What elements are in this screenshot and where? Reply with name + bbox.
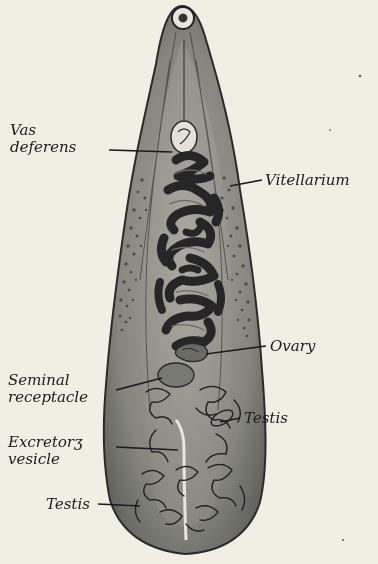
label-excretory-vesicle-line1: Excretorʒ [8, 434, 83, 451]
label-excretory-vesicle: Excretorʒ vesicle [8, 434, 83, 468]
label-seminal-receptacle-line1: Seminal [8, 372, 88, 389]
label-vas-deferens-line1: Vas [10, 122, 76, 139]
label-testis-left: Testis [46, 496, 90, 513]
label-vas-deferens: Vas deferens [10, 122, 76, 156]
background-specks [329, 75, 361, 541]
label-seminal-receptacle-line2: receptacle [8, 389, 88, 406]
label-ovary: Ovary [270, 338, 315, 355]
label-excretory-vesicle-line2: vesicle [8, 451, 83, 468]
label-vas-deferens-line2: deferens [10, 139, 76, 156]
label-testis-right: Testis [244, 410, 288, 427]
seminal-receptacle-shape [158, 363, 194, 387]
label-seminal-receptacle: Seminal receptacle [8, 372, 88, 406]
mouth-opening [179, 14, 188, 23]
label-vitellarium: Vitellarium [265, 172, 350, 189]
ovary-shape [175, 343, 207, 361]
